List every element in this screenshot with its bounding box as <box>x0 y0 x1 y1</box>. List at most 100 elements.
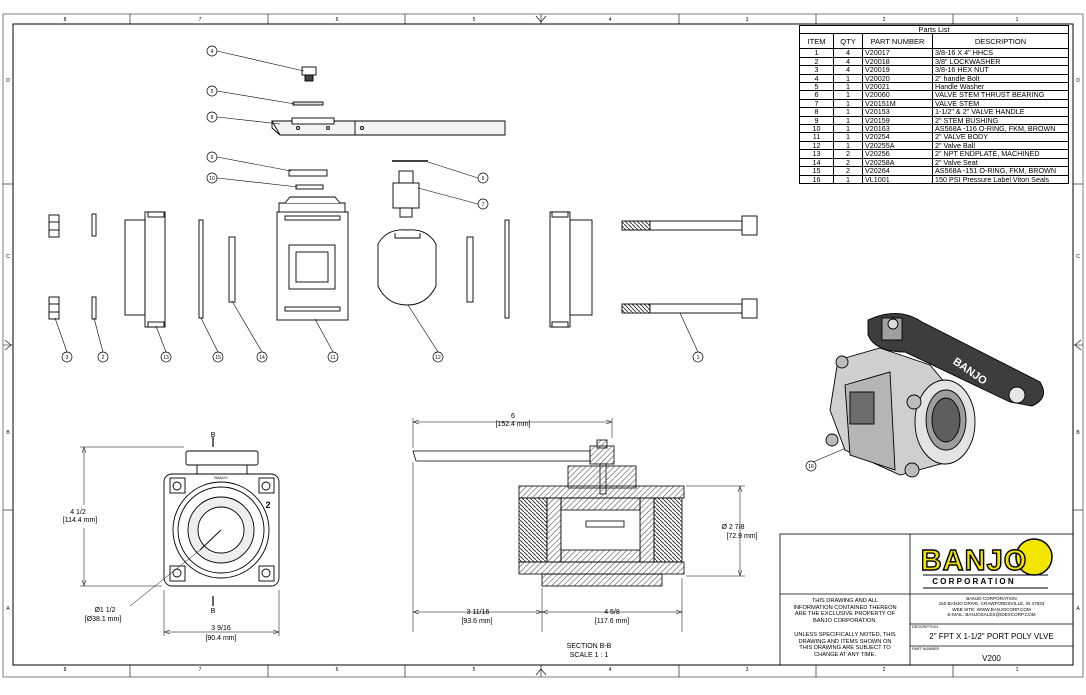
qty-cell: 4 <box>833 65 863 75</box>
handle-dim-mm: [152.4 mm] <box>495 421 530 428</box>
balloon-16: 16 <box>805 460 817 472</box>
notice-1-line: BANJO CORPORATION. <box>812 617 878 624</box>
logo-corporation: CORPORATION <box>932 577 1016 586</box>
width-dim: 3 9/16 <box>211 625 231 632</box>
valve-seat-right <box>466 236 474 303</box>
svg-text:3: 3 <box>66 355 69 361</box>
pipe-dim-mm: [72.9 mm] <box>726 533 757 540</box>
border-row-label: A <box>1076 606 1080 612</box>
border-column-label: 1 <box>1016 667 1019 673</box>
border-column-label: 4 <box>609 17 612 23</box>
balloon-14: 14 <box>256 351 268 363</box>
handle-dim: 6 <box>511 413 515 420</box>
item-cell: 13 <box>799 149 834 159</box>
description-cell: VALVE STEM THRUST BEARING <box>932 90 1069 100</box>
border-column-label: 2 <box>883 667 886 673</box>
leader-lines <box>54 50 873 463</box>
notice-1: THIS DRAWING AND ALL INFORMATION CONTAIN… <box>782 598 908 624</box>
hhcs-bolts <box>621 215 758 319</box>
front-view <box>163 450 280 587</box>
logo-text: BANJO <box>921 545 1028 577</box>
description-cell: AS568A -116 O-RING, FKM, BROWN <box>932 124 1069 134</box>
svg-text:7: 7 <box>482 202 485 208</box>
notice-1-line: THIS DRAWING AND ALL <box>811 598 879 604</box>
section-view <box>412 439 685 587</box>
balloon-3: 3 <box>61 351 73 363</box>
svg-text:6: 6 <box>482 176 485 182</box>
svg-text:13: 13 <box>163 355 169 361</box>
balloon-12: 12 <box>432 351 444 363</box>
height-dim: 4 1/2 <box>70 509 86 516</box>
svg-text:4: 4 <box>211 49 214 55</box>
notice-2-line: THIS DRAWING ARE SUBJECT TO <box>799 645 891 652</box>
notice-1-line: ARE THE EXCLUSIVE PROPERTY OF <box>794 611 896 618</box>
balloon-7: 7 <box>477 198 489 210</box>
notice-1-line: INFORMATION CONTAINED THEREON <box>793 604 897 611</box>
description-label: DESCRIPTION <box>912 625 938 629</box>
description-cell: 150 PSI Pressure Label Viton Seals <box>932 174 1069 184</box>
balloon-5: 5 <box>206 85 218 97</box>
col-description: DESCRIPTION <box>932 33 1069 50</box>
company-line: BANJO CORPORATION <box>966 596 1017 601</box>
balloon-4: 4 <box>206 45 218 57</box>
notice-2-line: CHANGE AT ANY TIME. <box>814 651 876 658</box>
stem-bushing <box>288 169 328 177</box>
col-part-number: PART NUMBER <box>862 33 933 50</box>
pipe-dim: Ø 2 7/8 <box>722 524 745 531</box>
right-dim: 4 5/8 <box>604 609 620 616</box>
border-column-label: 4 <box>609 667 612 673</box>
section-mark-bottom: B <box>211 608 216 615</box>
border-column-label: 1 <box>1016 17 1019 23</box>
qty-cell: 1 <box>833 174 863 184</box>
right-dim-mm: [117.6 mm] <box>595 618 630 625</box>
balloon-2: 2 <box>97 351 109 363</box>
qty-cell: 1 <box>833 107 863 117</box>
company-line: 150 BANJO DRIVE, CRAWFORDSVILLE, IN 4793… <box>938 601 1045 607</box>
parts-list-table: Parts List ITEM QTY PART NUMBER DESCRIPT… <box>799 24 1069 184</box>
lockwashers <box>91 213 97 320</box>
border-row-label: C <box>6 254 10 260</box>
border-column-label: 8 <box>64 17 67 23</box>
qty-cell: 2 <box>833 149 863 159</box>
part-number-cell: V20256 <box>862 149 933 159</box>
svg-text:16: 16 <box>808 464 814 470</box>
border-column-label: 2 <box>883 17 886 23</box>
body-mark: 2 <box>265 500 270 510</box>
section-labels: 6 [152.4 mm] Ø 2 7/8 [72.9 mm] 3 11/16 [… <box>461 413 757 659</box>
item-cell: 3 <box>799 65 834 75</box>
border-zone-ticks <box>3 14 1083 677</box>
front-view-dimensions <box>80 437 280 636</box>
logo-mark: BANJO <box>214 475 227 480</box>
border-column-label: 3 <box>746 667 749 673</box>
svg-text:12: 12 <box>435 355 441 361</box>
balloons: 4 5 8 9 10 6 7 3 2 13 15 14 11 12 1 16 <box>61 45 817 472</box>
banjo-logo: BANJO CORPORATION <box>920 538 1053 589</box>
left-dim-mm: [93.6 mm] <box>461 618 492 625</box>
border-row-label: A <box>6 606 10 612</box>
border-column-label: 7 <box>199 17 202 23</box>
company-line: WEB SITE: WWW.BANJOCORP.COM <box>952 606 1031 612</box>
balloon-1: 1 <box>692 351 704 363</box>
description-cell: AS568A -151 O-RING, FKM, BROWN <box>932 166 1069 176</box>
col-item: ITEM <box>799 33 834 50</box>
border-column-label: 6 <box>336 667 339 673</box>
company-line: E-MAIL: BANJOSALES@IDEXCORP.COM <box>947 612 1036 618</box>
handle-bolt <box>301 66 317 82</box>
endplate-right <box>549 211 593 328</box>
valve-handle <box>271 117 506 136</box>
balloon-6: 6 <box>477 172 489 184</box>
part-number-cell: V20264 <box>862 166 933 176</box>
hex-nuts <box>48 214 60 320</box>
isometric-view <box>825 313 1045 478</box>
border-column-label: 6 <box>336 17 339 23</box>
notice-2-line: UNLESS SPECIFICALLY NOTED, THIS <box>794 632 896 638</box>
border-row-label: D <box>6 78 10 84</box>
endplate-o-ring-right <box>504 219 510 319</box>
